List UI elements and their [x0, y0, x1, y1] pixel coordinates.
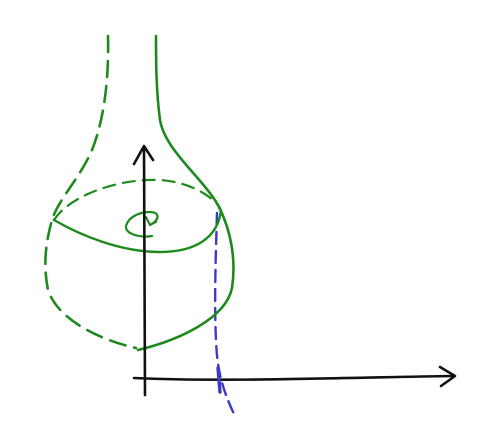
- vertical-axis: [142, 146, 147, 397]
- projection-tick: [216, 366, 222, 394]
- left-profile-curve-dashed: [44, 34, 138, 350]
- projection-line-dashed: [213, 211, 237, 418]
- horizontal-axis: [132, 374, 454, 382]
- cross-section-back-dashed: [52, 178, 222, 222]
- right-profile-curve: [136, 34, 235, 352]
- rotation-arrow-tip: [145, 216, 157, 226]
- horizontal-axis-arrowhead: [438, 365, 457, 388]
- cross-section-front: [52, 208, 223, 254]
- rotation-arrow: [124, 210, 159, 238]
- vertical-axis-arrowhead: [132, 144, 155, 166]
